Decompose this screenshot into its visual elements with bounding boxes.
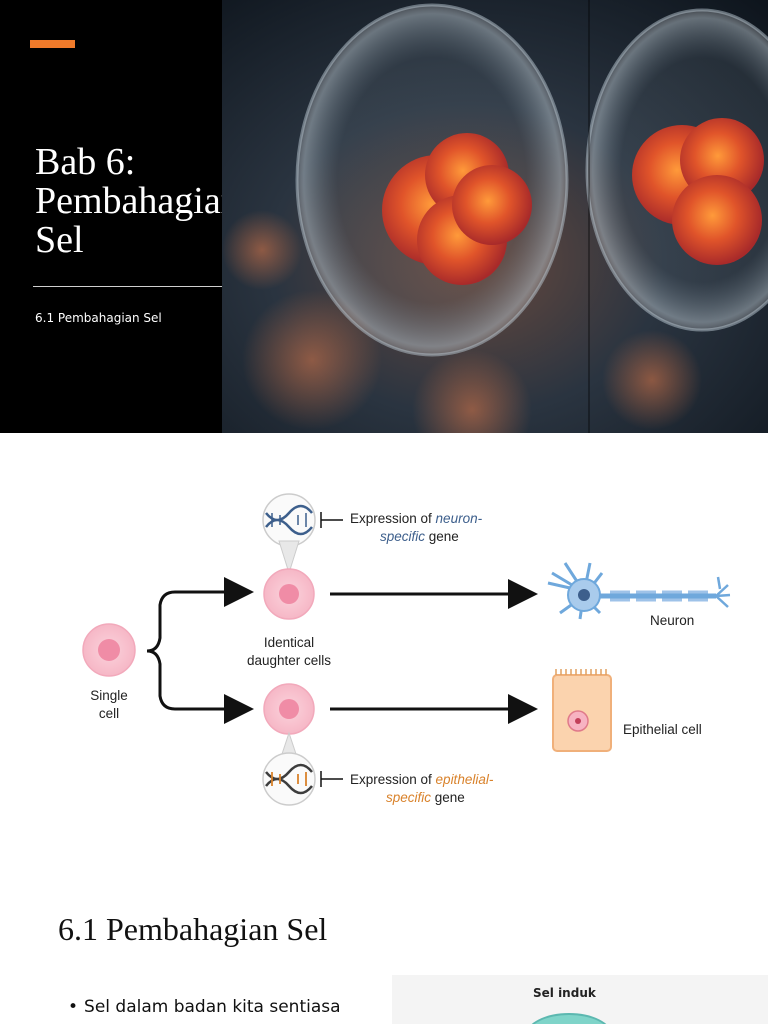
branch-arrow-top bbox=[146, 577, 254, 653]
single-cell bbox=[82, 623, 136, 677]
dividing-cell-photo bbox=[222, 0, 768, 433]
cell-differentiation-diagram: Expression of neuron- specific gene Iden… bbox=[82, 493, 731, 806]
slide-title: Bab 6: Pembahagian Sel bbox=[35, 141, 240, 261]
title-slide: Bab 6: Pembahagian Sel 6.1 Pembahagian S… bbox=[0, 0, 768, 433]
dna-icon-top bbox=[262, 493, 316, 575]
title-divider bbox=[33, 286, 281, 287]
neuron-icon bbox=[547, 562, 731, 620]
bottom-expression-label: Expression of epithelial- bbox=[350, 772, 494, 787]
dna-icon-bottom bbox=[262, 731, 316, 806]
bullet-text: Sel dalam badan kita sentiasa bbox=[84, 997, 341, 1017]
daughter-cell-bottom bbox=[263, 683, 315, 735]
branch-arrow-bottom bbox=[146, 649, 254, 724]
photo-seam bbox=[588, 0, 590, 433]
daughter-cell-top bbox=[263, 568, 315, 620]
parent-cell-label: Sel induk bbox=[533, 986, 596, 1000]
slide-subtitle: 6.1 Pembahagian Sel bbox=[35, 311, 162, 325]
content-slide: 6.1 Pembahagian Sel •Sel dalam badan kit… bbox=[0, 873, 768, 1024]
section-title: 6.1 Pembahagian Sel bbox=[58, 911, 328, 947]
single-cell-label-2: cell bbox=[99, 706, 119, 721]
epithelial-cell-icon bbox=[552, 669, 612, 752]
daughter-label-2: daughter cells bbox=[247, 653, 331, 668]
bullet-item: •Sel dalam badan kita sentiasa bbox=[68, 997, 341, 1017]
top-expression-label: Expression of neuron- bbox=[350, 511, 483, 526]
accent-bar bbox=[30, 40, 75, 48]
neuron-label: Neuron bbox=[650, 613, 694, 628]
bullet-dot-icon: • bbox=[68, 997, 79, 1017]
top-expression-label-line2: specific gene bbox=[380, 529, 459, 544]
single-cell-label-1: Single bbox=[90, 688, 128, 703]
diagram-slide: Expression of neuron- specific gene Iden… bbox=[0, 433, 768, 873]
epithelial-label: Epithelial cell bbox=[623, 722, 702, 737]
bottom-expression-label-line2: specific gene bbox=[386, 790, 465, 805]
daughter-label-1: Identical bbox=[264, 635, 314, 650]
